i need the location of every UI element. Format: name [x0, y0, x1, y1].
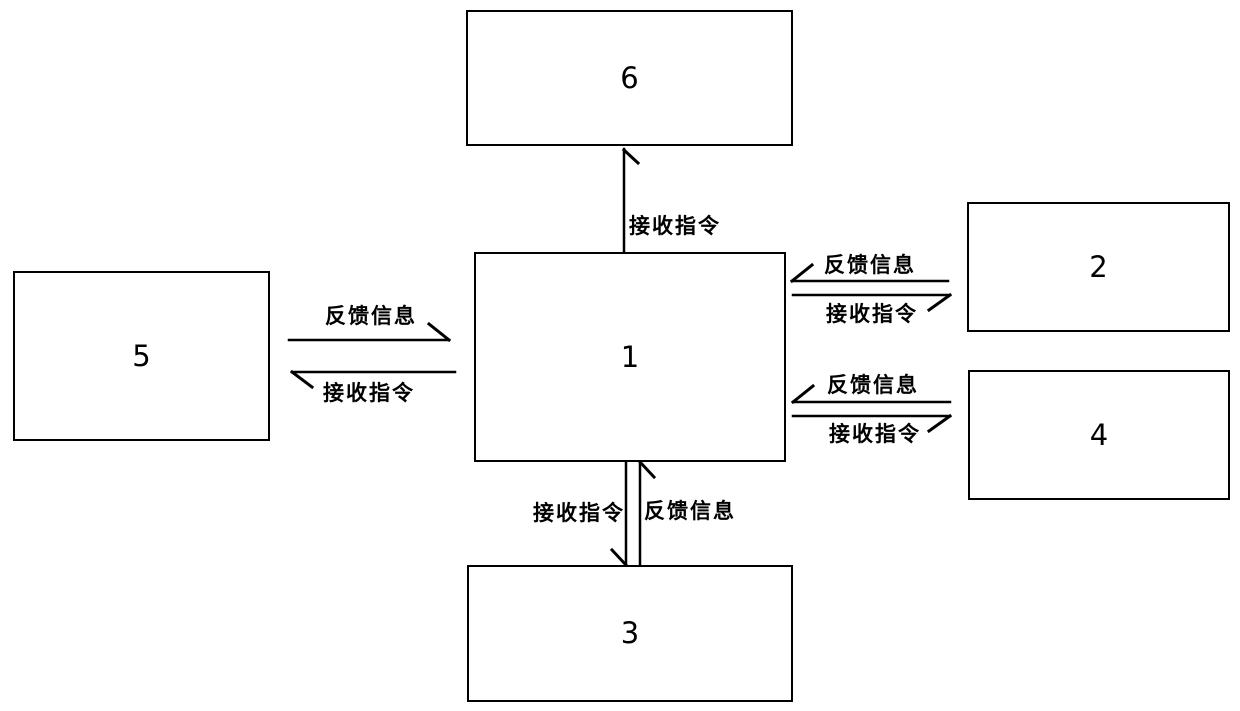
block-1-central-controller: 1 [474, 252, 786, 462]
edge-label-feedback-3-to-1: 反馈信息 [644, 499, 736, 523]
block-2-label: 2 [1089, 249, 1108, 284]
block-6-label: 6 [620, 60, 639, 95]
edge-label-command-1-to-5: 接收指令 [323, 381, 415, 405]
arrow-feedback-4-to-1 [790, 383, 952, 405]
block-2: 2 [967, 202, 1230, 332]
block-4-label: 4 [1089, 417, 1109, 452]
edge-label-command-1-to-3: 接收指令 [533, 501, 625, 525]
edge-label-command-1-to-4: 接收指令 [829, 422, 921, 446]
arrow-command-1-to-2 [791, 292, 953, 313]
edge-label-feedback-2-to-1: 反馈信息 [824, 253, 916, 277]
block-6: 6 [466, 10, 793, 146]
block-4: 4 [968, 370, 1230, 500]
arrow-command-1-to-3 [609, 460, 629, 568]
arrow-feedback-3-to-1 [637, 459, 657, 567]
block-3-label: 3 [620, 616, 640, 650]
block-5: 5 [13, 271, 270, 441]
block-1-label: 1 [620, 339, 640, 374]
arrow-command-1-to-6 [621, 147, 641, 254]
edge-label-command-1-to-6: 接收指令 [629, 214, 721, 238]
edge-label-command-1-to-2: 接收指令 [826, 302, 918, 326]
arrow-feedback-5-to-1 [287, 321, 452, 343]
edge-label-feedback-4-to-1: 反馈信息 [827, 373, 919, 397]
arrow-feedback-2-to-1 [789, 262, 950, 284]
block-3: 3 [467, 565, 793, 702]
edge-label-feedback-5-to-1: 反馈信息 [325, 304, 417, 328]
block-5-label: 5 [132, 338, 151, 373]
arrow-command-1-to-4 [791, 413, 953, 434]
arrow-command-1-to-5 [289, 369, 457, 390]
